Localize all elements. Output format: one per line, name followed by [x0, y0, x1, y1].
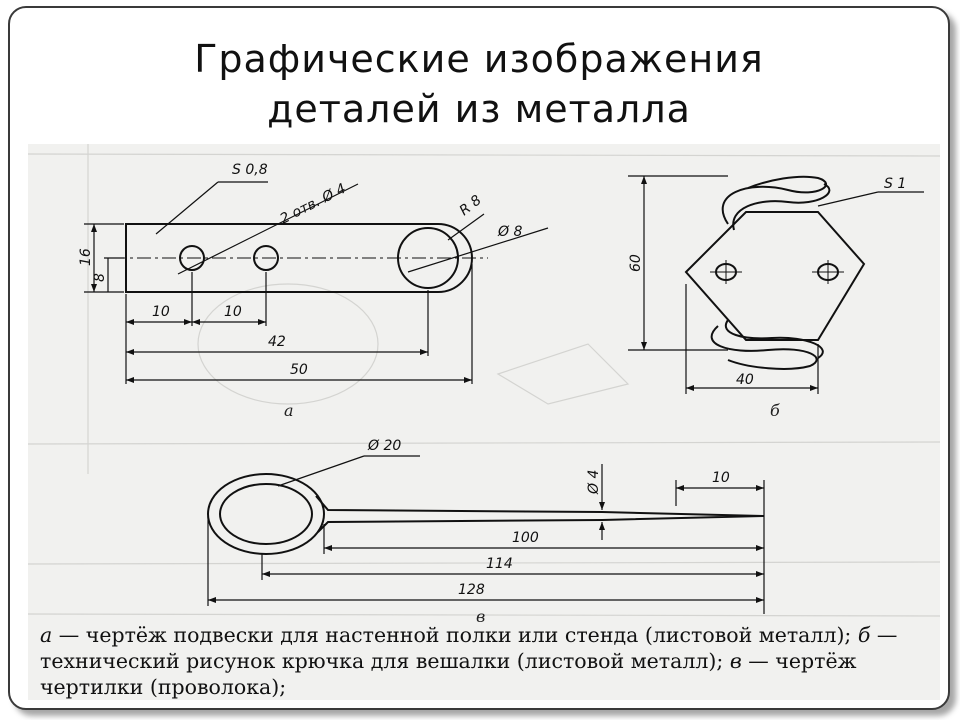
- dim-c-w100: 100: [512, 530, 539, 546]
- dim-b-s: S 1: [884, 176, 906, 192]
- drawing-c: Ø 20 Ø 4 10 100 114 128 в: [207, 438, 765, 626]
- caption-text-c: — чертёж чертилки (проволока);: [40, 649, 857, 699]
- scriber-ring-outer: [207, 473, 325, 555]
- figure-label-c: в: [476, 607, 485, 626]
- scriber-ring-inner: [219, 483, 313, 545]
- caption-text-a: — чертёж подвески для настенной полки ил…: [52, 623, 858, 647]
- hook-body: [684, 211, 866, 341]
- figure-label-b: б: [770, 401, 780, 420]
- scan-ghost-lines: [28, 144, 940, 617]
- dim-a-w50: 50: [290, 362, 308, 378]
- scanned-drawing: S 0,8 2 отв. Ø 4 R 8 Ø 8 16 8 10 10 42 5…: [28, 144, 940, 700]
- caption-letter-b: б: [857, 623, 871, 647]
- slide-frame: Графические изображения деталей из метал…: [8, 6, 950, 710]
- dim-c-w128: 128: [458, 582, 485, 598]
- dim-a-w10a: 10: [152, 304, 170, 320]
- title-line-1: Графические изображения: [194, 37, 764, 81]
- dim-c-d4: Ø 4: [586, 470, 602, 495]
- dim-a-h8: 8: [92, 273, 108, 282]
- page-title: Графические изображения деталей из метал…: [10, 34, 948, 134]
- dim-a-s: S 0,8: [232, 162, 268, 178]
- dim-b-h60: 60: [628, 254, 644, 272]
- dim-a-r: R 8: [457, 192, 485, 219]
- title-line-2: деталей из металла: [267, 87, 691, 131]
- dim-a-holes: 2 отв. Ø 4: [278, 181, 349, 228]
- dim-c-w114: 114: [486, 556, 513, 572]
- caption-letter-a: а: [40, 623, 53, 647]
- dim-c-w10: 10: [712, 470, 730, 486]
- dim-b-w40: 40: [736, 372, 754, 388]
- technical-drawings: S 0,8 2 отв. Ø 4 R 8 Ø 8 16 8 10 10 42 5…: [28, 144, 940, 626]
- dim-a-d: Ø 8: [497, 224, 522, 240]
- plate-outline: [125, 223, 473, 293]
- dim-a-h16: 16: [78, 248, 94, 266]
- figure-caption: а — чертёж подвески для настенной полки …: [40, 622, 935, 700]
- caption-text-b: — технический рисунок крючка для вешалки…: [40, 623, 898, 673]
- scriber-shaft: [315, 495, 765, 533]
- dim-a-w42: 42: [268, 334, 286, 350]
- drawing-a: S 0,8 2 отв. Ø 4 R 8 Ø 8 16 8 10 10 42 5…: [78, 162, 549, 420]
- caption-letter-c: в: [729, 649, 742, 673]
- dim-c-d20: Ø 20: [367, 438, 401, 454]
- hole-small-2: [253, 245, 279, 271]
- figure-label-a: а: [284, 401, 294, 420]
- dim-a-w10b: 10: [224, 304, 242, 320]
- drawing-b: S 1 60 40 б: [628, 175, 924, 420]
